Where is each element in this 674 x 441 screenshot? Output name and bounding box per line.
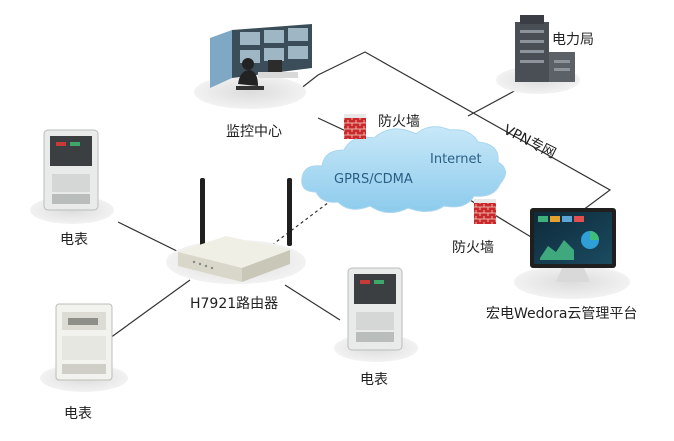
firewall-top-label: 防火墙: [378, 114, 420, 130]
router-to-meter-tl-line: [117, 221, 186, 256]
electric-meter-icon: [30, 129, 114, 224]
bureau-to-vpn-line: [467, 87, 521, 117]
cloud-gprs-label: GPRS/CDMA: [334, 172, 413, 187]
meter-top-left-label: 电表: [60, 232, 88, 248]
firewall-bottom-label: 防火墙: [452, 240, 494, 256]
monitoring-center-icon: [194, 24, 312, 109]
meter-bottom-left-label: 电表: [64, 406, 92, 422]
electric-meter-icon: [40, 303, 128, 392]
platform-label: 宏电Wedora云管理平台: [486, 306, 638, 322]
power-bureau-label: 电力局: [552, 32, 594, 48]
meter-right-label: 电表: [360, 372, 388, 388]
monitor-dashboard-icon: [514, 208, 630, 299]
vpn-line: [294, 51, 612, 217]
power-bureau-building-icon: [496, 15, 580, 94]
router-to-meter-bl-line: [109, 279, 191, 339]
electric-meter-icon: [334, 267, 418, 362]
cloud-internet-label: Internet: [430, 152, 482, 167]
monitoring-center-label: 监控中心: [226, 124, 282, 140]
center-to-firewall-line: [317, 117, 349, 133]
router-to-meter-r-line: [284, 284, 341, 321]
firewall-brick-icon: [474, 199, 496, 224]
cloud-shape: [301, 126, 506, 213]
router-icon: [166, 178, 306, 284]
router-label: H7921路由器: [190, 296, 279, 312]
firewall-brick-icon: [344, 114, 366, 139]
